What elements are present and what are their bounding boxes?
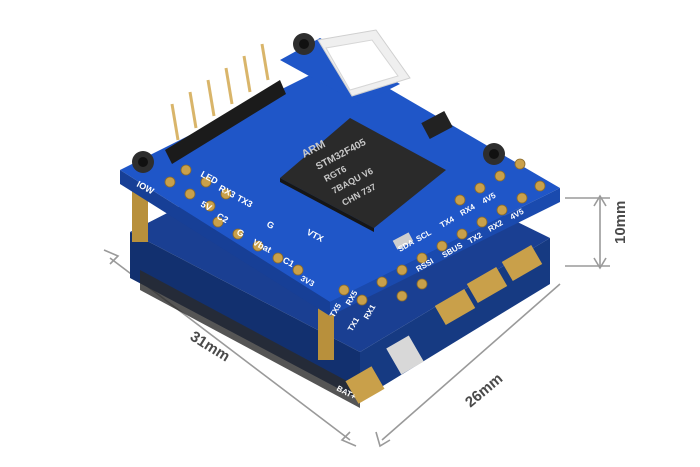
pin-header bbox=[170, 43, 270, 141]
solder-pads bbox=[164, 158, 546, 306]
label-g2: G bbox=[235, 227, 246, 239]
label-5v: 5V bbox=[199, 199, 213, 213]
mcu-chip: ARM STM32F405 RGT6 7BAQU V6 CHN 737 bbox=[280, 118, 446, 232]
connector bbox=[317, 29, 411, 97]
label-g1: G bbox=[265, 219, 276, 231]
label-c1: C1 bbox=[281, 255, 296, 269]
top-board: ARM STM32F405 RGT6 7BAQU V6 CHN 737 IOW bbox=[120, 29, 560, 402]
height-dimension-label: 10mm bbox=[612, 200, 629, 244]
label-c2: C2 bbox=[215, 211, 230, 225]
